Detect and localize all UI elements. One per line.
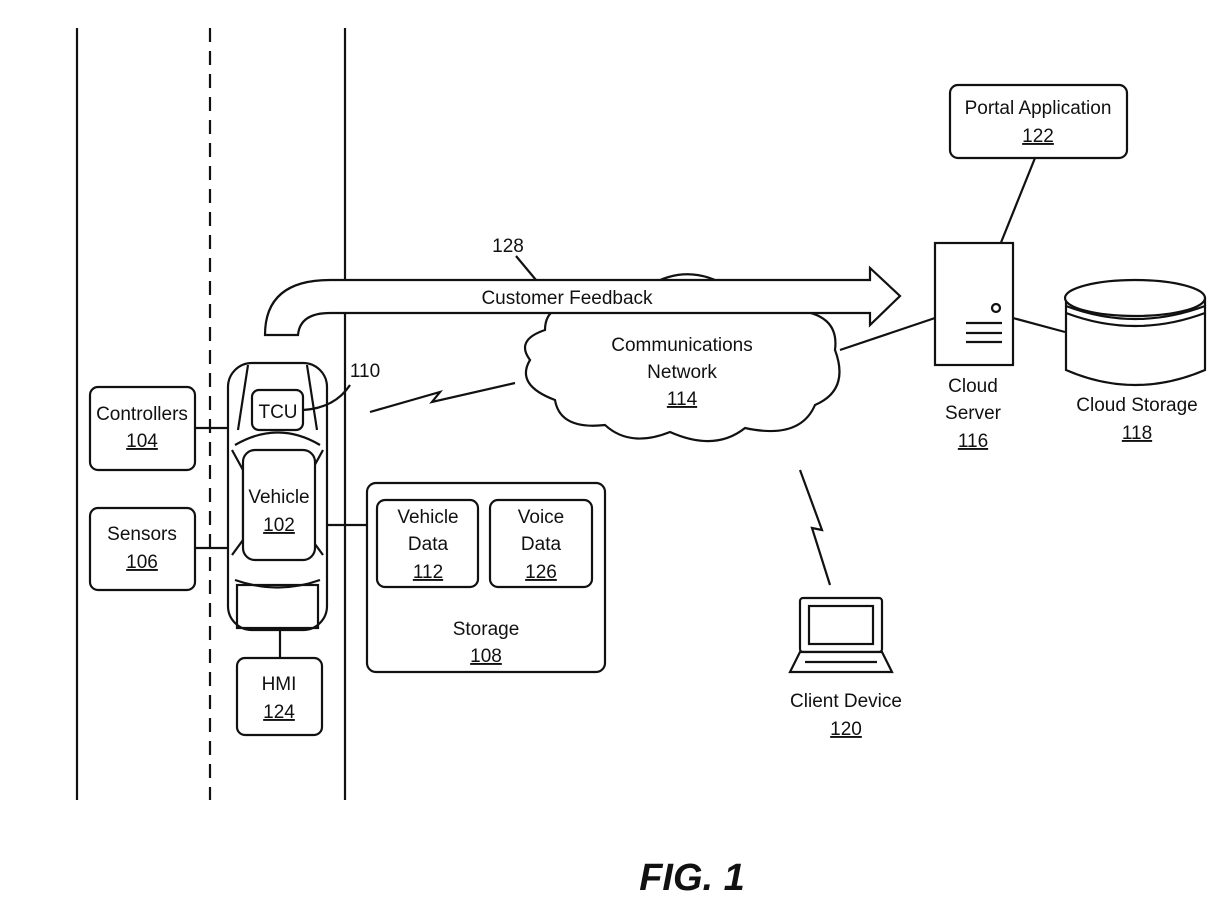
portal-application-box: Portal Application 122 bbox=[948, 83, 1129, 160]
server-ref: 116 bbox=[958, 431, 988, 452]
portal-ref: 122 bbox=[1022, 126, 1054, 147]
storage-label: Storage bbox=[453, 619, 520, 640]
server-label: Cloud bbox=[948, 376, 998, 397]
storage-ref: 108 bbox=[470, 646, 502, 667]
cloud-storage-icon: Cloud Storage 118 bbox=[1063, 278, 1207, 444]
vehicle-data-label: Vehicle bbox=[397, 507, 458, 528]
voice-data-label: Data bbox=[521, 534, 562, 555]
client-device-laptop-icon: Client Device 120 bbox=[788, 596, 902, 740]
hmi-ref: 124 bbox=[263, 702, 295, 723]
sensors-box: Sensors 106 bbox=[88, 506, 197, 592]
tcu-label: TCU bbox=[258, 402, 297, 423]
controllers-box: Controllers 104 bbox=[88, 385, 197, 472]
network-label: Network bbox=[647, 362, 717, 383]
vehicle-icon: Vehicle 102 bbox=[226, 361, 329, 632]
wireless-link-icon bbox=[798, 469, 832, 586]
figure-label: FIG. 1 bbox=[639, 857, 745, 899]
vehicle-cabin bbox=[241, 448, 317, 562]
server-label: Server bbox=[945, 403, 1002, 424]
tcu-box: TCU 110 bbox=[250, 361, 380, 432]
feedback-ref: 128 bbox=[492, 236, 524, 257]
feedback-leader-line bbox=[515, 255, 537, 281]
feedback-label: Customer Feedback bbox=[481, 288, 653, 309]
controllers-label: Controllers bbox=[96, 404, 188, 425]
tcu-ref: 110 bbox=[350, 361, 380, 382]
vehicle-data-ref: 112 bbox=[413, 562, 443, 583]
customer-feedback-arrow: Customer Feedback 128 bbox=[263, 236, 902, 337]
controllers-ref: 104 bbox=[126, 431, 158, 452]
vehicle-label: Vehicle bbox=[248, 487, 309, 508]
voice-data-ref: 126 bbox=[525, 562, 557, 583]
cloud-storage-label: Cloud Storage bbox=[1076, 395, 1197, 416]
network-server-connector bbox=[839, 316, 936, 352]
client-device-ref: 120 bbox=[830, 719, 862, 740]
portal-server-connector bbox=[998, 157, 1037, 246]
cloud-storage-ref: 118 bbox=[1122, 423, 1152, 444]
vehicle-data-label: Data bbox=[408, 534, 449, 555]
wireless-link-icon bbox=[369, 381, 516, 414]
vehicle-ref: 102 bbox=[263, 515, 295, 536]
hmi-label: HMI bbox=[262, 674, 297, 695]
cloud-server-icon: Cloud Server 116 bbox=[933, 241, 1015, 452]
client-device-label: Client Device bbox=[790, 691, 902, 712]
server-storage-connector bbox=[1012, 316, 1066, 334]
sensors-ref: 106 bbox=[126, 552, 158, 573]
network-ref: 114 bbox=[667, 389, 698, 410]
voice-data-box bbox=[488, 498, 594, 589]
storage-box: Vehicle Data 112 Voice Data 126 Storage … bbox=[365, 481, 607, 674]
portal-label: Portal Application bbox=[965, 98, 1112, 119]
voice-data-label: Voice bbox=[518, 507, 564, 528]
sensors-label: Sensors bbox=[107, 524, 177, 545]
vehicle-data-box bbox=[375, 498, 480, 589]
network-label: Communications bbox=[611, 335, 753, 356]
hmi-box: HMI 124 bbox=[235, 656, 324, 737]
tcu-leader-line bbox=[302, 384, 351, 412]
